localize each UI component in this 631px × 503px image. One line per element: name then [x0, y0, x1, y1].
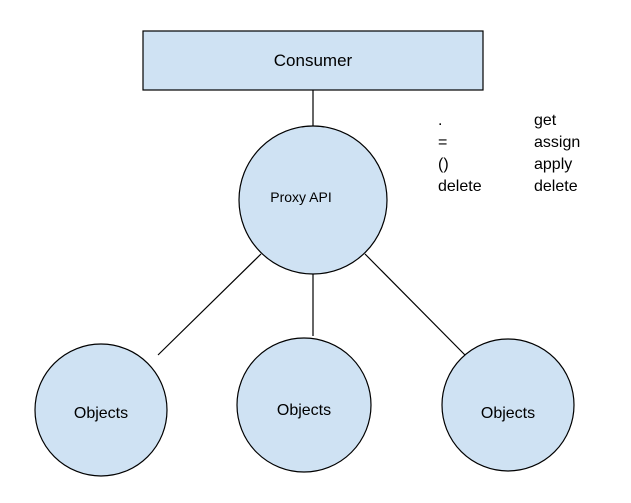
mapping-row: delete delete	[438, 176, 608, 198]
operator-label: delete	[438, 178, 482, 195]
objects-node-right	[441, 338, 575, 472]
trap-label: get	[534, 112, 557, 129]
objects-label-center: Objects	[277, 402, 331, 419]
objects-node-center	[236, 337, 372, 473]
connector-proxy-objects-left	[157, 253, 262, 356]
trap-label: assign	[534, 134, 581, 151]
proxy-api-label: Proxy API	[270, 189, 331, 205]
connector-proxy-objects-right	[364, 253, 466, 356]
proxy-api-node	[238, 125, 388, 275]
operator-label: =	[438, 134, 448, 151]
objects-label-right: Objects	[481, 405, 535, 422]
mapping-row: () apply	[438, 154, 608, 176]
operator-trap-mapping: . get = assign () apply delete delete	[438, 110, 608, 198]
operator-label: ()	[438, 156, 449, 173]
operator-label: .	[438, 112, 443, 129]
trap-label: apply	[534, 156, 573, 173]
objects-label-left: Objects	[74, 405, 128, 422]
mapping-row: = assign	[438, 132, 608, 154]
consumer-box	[142, 30, 484, 91]
objects-node-left	[34, 343, 168, 477]
trap-label: delete	[534, 178, 578, 195]
mapping-row: . get	[438, 110, 608, 132]
consumer-label: Consumer	[274, 51, 353, 70]
